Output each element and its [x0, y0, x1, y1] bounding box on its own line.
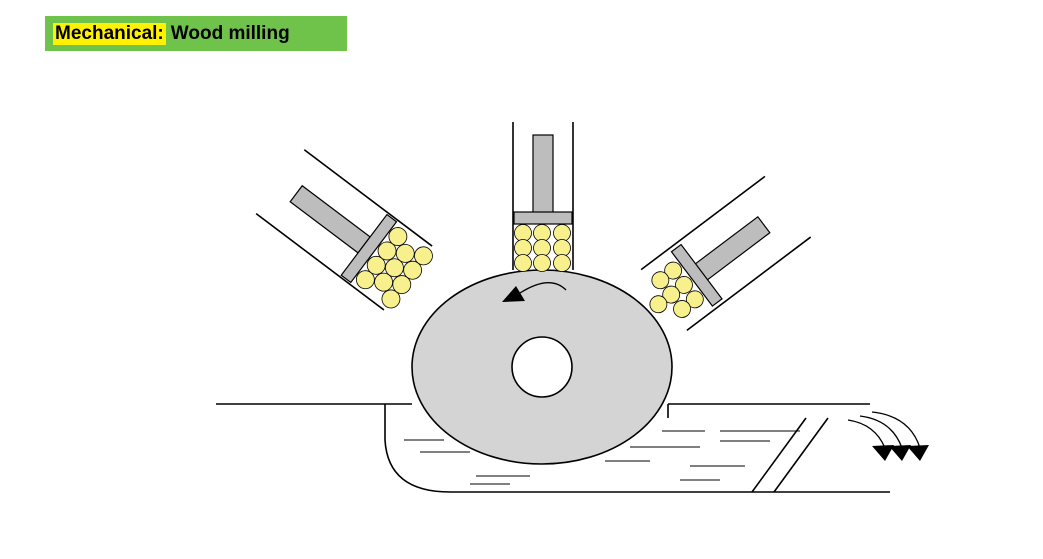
- right-pocket: [640, 175, 812, 331]
- outflow-arrows-icon: [847, 411, 929, 461]
- slide-title: Mechanical: Wood milling: [45, 16, 347, 51]
- log-bundle: [649, 261, 704, 318]
- grinding-stone: [411, 269, 673, 465]
- water-lines: [404, 430, 800, 485]
- counterclockwise-arrow-icon: [502, 282, 567, 302]
- log-bundle: [355, 227, 433, 309]
- log-bundle: [514, 224, 571, 272]
- left-pocket: [255, 149, 433, 311]
- center-pocket: [512, 122, 574, 272]
- title-topic: Wood milling: [170, 22, 290, 44]
- title-category: Mechanical:: [53, 22, 166, 45]
- water-trough: [216, 403, 890, 493]
